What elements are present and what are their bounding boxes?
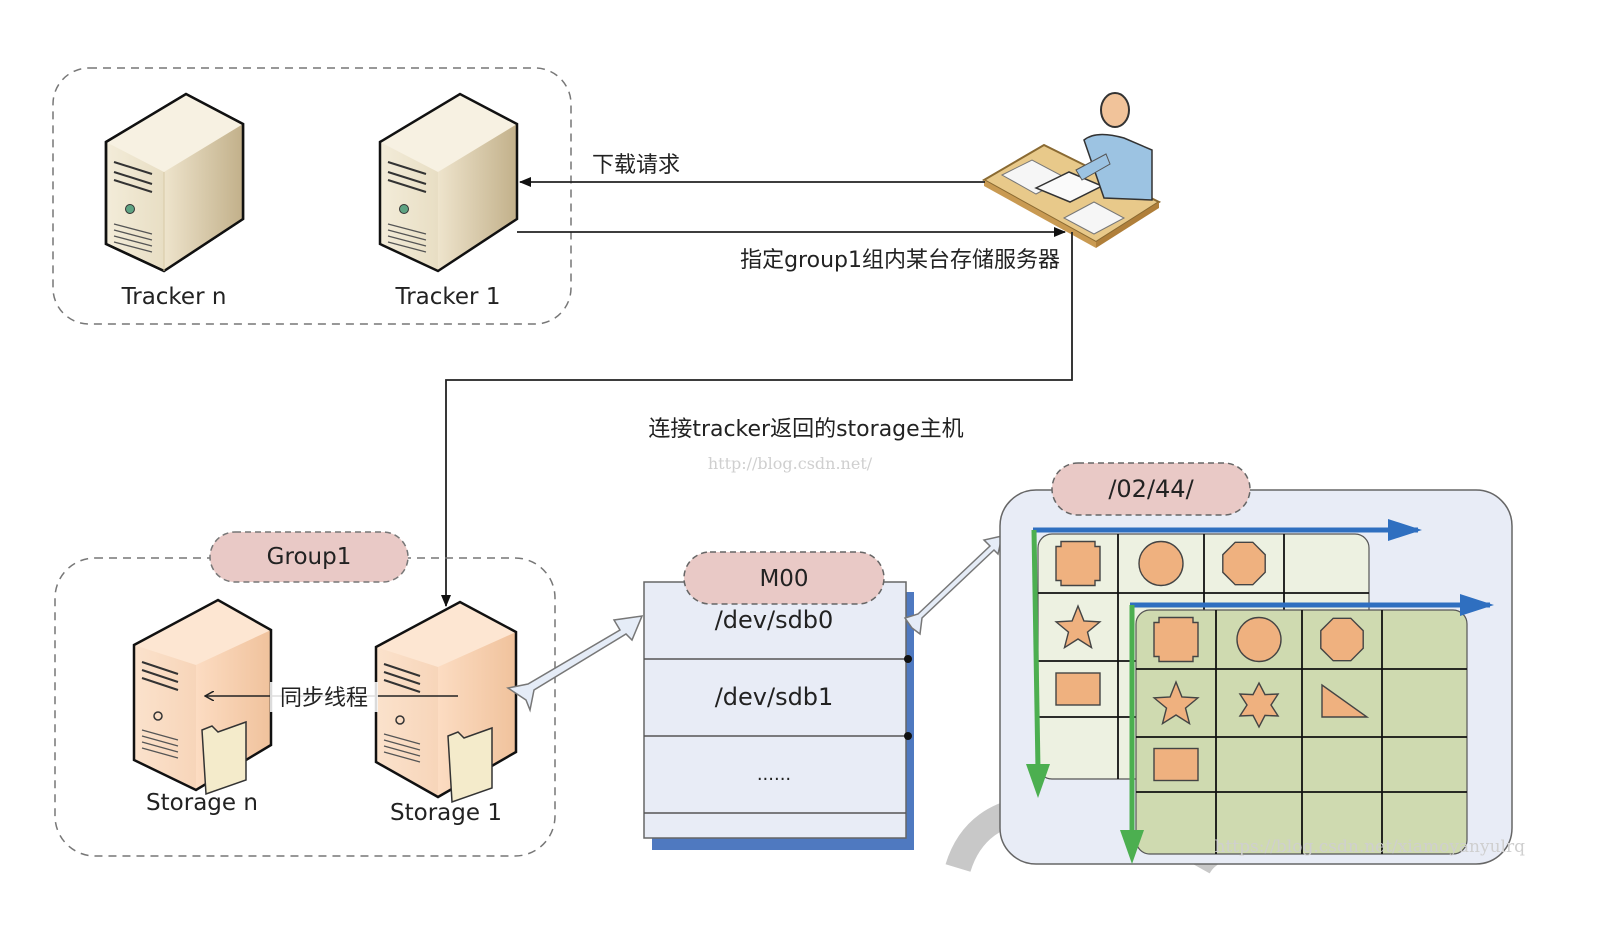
grid-cell <box>1320 617 1364 662</box>
storage-1-label: Storage 1 <box>390 800 502 826</box>
right-triangle-shape <box>1321 683 1370 718</box>
storage-to-disk-arrow <box>506 615 644 713</box>
watermark-center: http://blog.csdn.net/ <box>708 454 873 473</box>
grid-cell <box>1236 616 1282 663</box>
grid-cell <box>1238 681 1280 729</box>
rectangle-shape <box>1055 672 1101 706</box>
tracker-server-icon <box>104 92 245 273</box>
circle-shape <box>1236 616 1282 663</box>
octagon-shape <box>1320 617 1364 662</box>
grid-cell <box>1055 540 1101 587</box>
grid-cell <box>1138 540 1184 587</box>
grid-cell <box>1153 616 1199 663</box>
storage-server-icon <box>132 598 273 796</box>
tracker-n-label: Tracker n <box>121 284 227 310</box>
grid-cell <box>1152 680 1200 726</box>
octagon-shape <box>1222 541 1266 586</box>
grid-cell <box>1321 683 1370 718</box>
disk-row-label: /dev/sdb0 <box>715 606 834 634</box>
disk-row-label: ...... <box>757 764 791 785</box>
watermark-bottom-right: https://blog.csdn.net/xiamoyanyulrq <box>1215 837 1526 857</box>
front-grid <box>1120 594 1494 864</box>
connect-storage-label: 连接tracker返回的storage主机 <box>648 417 963 442</box>
hexagram-shape <box>1238 681 1280 729</box>
data-dir-pill <box>1051 462 1251 516</box>
storage-server-icon <box>374 600 518 804</box>
grid-cell <box>1222 541 1266 586</box>
assign-storage-label: 指定group1组内某台存储服务器 <box>740 248 1060 273</box>
disk-stack <box>643 581 907 839</box>
rounded-square-shape <box>1153 616 1199 663</box>
store-path-pill <box>683 551 885 605</box>
disk-to-dir-arrow <box>903 535 1003 636</box>
disk-row-label: /dev/sdb1 <box>715 683 834 711</box>
rounded-square-shape <box>1055 540 1101 587</box>
sync-thread-label-bg <box>270 682 378 712</box>
star-shape <box>1152 680 1200 726</box>
star-shape <box>1054 604 1102 650</box>
download-request-label: 下载请求 <box>592 153 680 178</box>
tracker-group-box <box>52 67 572 325</box>
rectangle-shape <box>1153 747 1199 782</box>
tracker-1-label: Tracker 1 <box>395 284 501 310</box>
y-axis-arrow <box>1031 529 1041 771</box>
group-name-label: Group1 <box>267 544 352 570</box>
sync-thread-label: 同步线程 <box>280 686 368 711</box>
tracker-server-icon <box>378 92 519 273</box>
user-at-desk-icon <box>981 92 1162 248</box>
connect-storage-arrow <box>441 232 1073 607</box>
data-dir-label: /02/44/ <box>1108 475 1194 503</box>
circle-shape <box>1138 540 1184 587</box>
y-axis-arrowhead <box>1120 830 1144 864</box>
group-name-pill <box>209 531 409 583</box>
grid-cell <box>1054 604 1102 650</box>
grid-cell <box>1153 747 1199 782</box>
store-path-label: M00 <box>759 566 808 592</box>
y-axis-arrowhead <box>1026 764 1050 798</box>
grid-cell <box>1055 672 1101 706</box>
storage-n-label: Storage n <box>146 790 258 816</box>
